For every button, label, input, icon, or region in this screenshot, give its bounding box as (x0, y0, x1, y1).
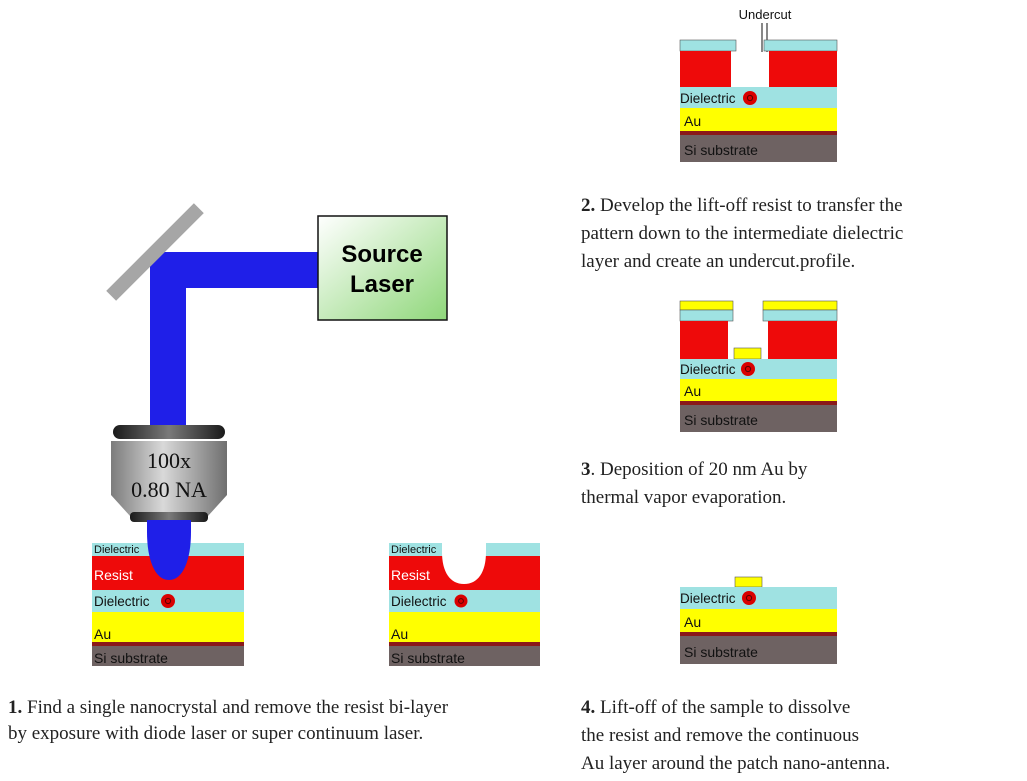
stack1-substrate: Si substrate (94, 650, 168, 666)
stack2-resist: Resist (391, 567, 430, 583)
nanocrystal-dot-icon (741, 362, 755, 376)
laser-beam-vertical (150, 270, 186, 432)
step1-line1: Find a single nanocrystal and remove the… (27, 697, 449, 718)
step3-number: 3 (581, 459, 591, 480)
stack-undercut: Undercut Dielectric Au Si substrate (679, 7, 838, 162)
stack4-gold: Au (684, 383, 701, 399)
stack1-gold: Au (94, 626, 111, 642)
stack-liftoff: Dielectric Au Si substrate (680, 576, 837, 664)
step4-line2: the resist and remove the continuous (581, 725, 859, 746)
step3-line1: . Deposition of 20 nm Au by (591, 459, 808, 480)
svg-text:2. Develop the lift-off: 2. Develop the lift-off resist to transf… (581, 195, 903, 216)
stack5-dielectric: Dielectric (680, 591, 736, 606)
step2-line3: layer and create an undercut.profile. (581, 251, 855, 272)
stack2-dielectric: Dielectric (391, 594, 447, 609)
stack1-dielectric: Dielectric (94, 594, 150, 609)
svg-text:1. Find a single nanocry: 1. Find a single nanocrystal and remove … (8, 697, 449, 718)
focused-beam (147, 520, 191, 580)
caption-step4: 4. Lift-off of the sample to dissolve th… (581, 697, 890, 774)
optical-setup: Source Laser 100x 0.80 NA (106, 203, 448, 522)
stack1-dielectric-top: Dielectric (94, 544, 140, 556)
step2-line2: pattern down to the intermediate dielect… (581, 223, 903, 244)
nanocrystal-dot-icon (743, 91, 757, 105)
stack4-dielectric: Dielectric (680, 362, 736, 377)
svg-text:4. Lift-off of the sampl: 4. Lift-off of the sample to dissolve (581, 697, 850, 718)
stack2-dielectric-top: Dielectric (391, 544, 437, 556)
stack-exposed: Dielectric Resist Dielectric Au Si subst… (389, 541, 540, 666)
caption-step3: 3. Deposition of 20 nm Au by thermal vap… (581, 459, 808, 508)
stack4-substrate: Si substrate (684, 412, 758, 428)
source-label-line2: Laser (350, 271, 414, 298)
nanocrystal-dot-icon (161, 594, 175, 608)
svg-text:3. Deposition of 20 nm Au by: 3. Deposition of 20 nm Au by (581, 459, 808, 480)
source-label-line1: Source (341, 241, 422, 268)
step4-line1: Lift-off of the sample to dissolve (600, 697, 850, 718)
nanocrystal-dot-icon (454, 594, 468, 608)
step2-number: 2. (581, 195, 595, 216)
stack1-resist: Resist (94, 567, 133, 583)
objective-magnification: 100x (147, 448, 191, 473)
stack3-gold: Au (684, 113, 701, 129)
undercut-label: Undercut (739, 7, 792, 22)
stack3-substrate: Si substrate (684, 142, 758, 158)
laser-source-box: Source Laser (317, 215, 448, 321)
stack2-gold: Au (391, 626, 408, 642)
stack2-substrate: Si substrate (391, 650, 465, 666)
step1-line2: by exposure with diode laser or super co… (8, 723, 423, 744)
step4-line3: Au layer around the patch nano-antenna. (581, 753, 890, 774)
caption-step1: 1. Find a single nanocrystal and remove … (8, 697, 449, 744)
stack3-dielectric: Dielectric (680, 91, 736, 106)
stack5-gold: Au (684, 614, 701, 630)
step2-line1: Develop the lift-off resist to transfer … (600, 195, 903, 216)
stack-deposition: Dielectric Au Si substrate (679, 300, 838, 432)
stack-exposure: Dielectric Resist Dielectric Au Si subst… (92, 520, 244, 666)
step4-number: 4. (581, 697, 595, 718)
step3-line2: thermal vapor evaporation. (581, 487, 786, 508)
objective-na: 0.80 NA (131, 477, 207, 502)
stack5-substrate: Si substrate (684, 644, 758, 660)
nanocrystal-dot-icon (742, 591, 756, 605)
step1-number: 1. (8, 697, 22, 718)
exposed-well (442, 541, 486, 584)
microscope-objective-icon: 100x 0.80 NA (111, 425, 227, 522)
mirror-icon (106, 203, 204, 301)
caption-step2: 2. Develop the lift-off resist to transf… (581, 195, 903, 272)
